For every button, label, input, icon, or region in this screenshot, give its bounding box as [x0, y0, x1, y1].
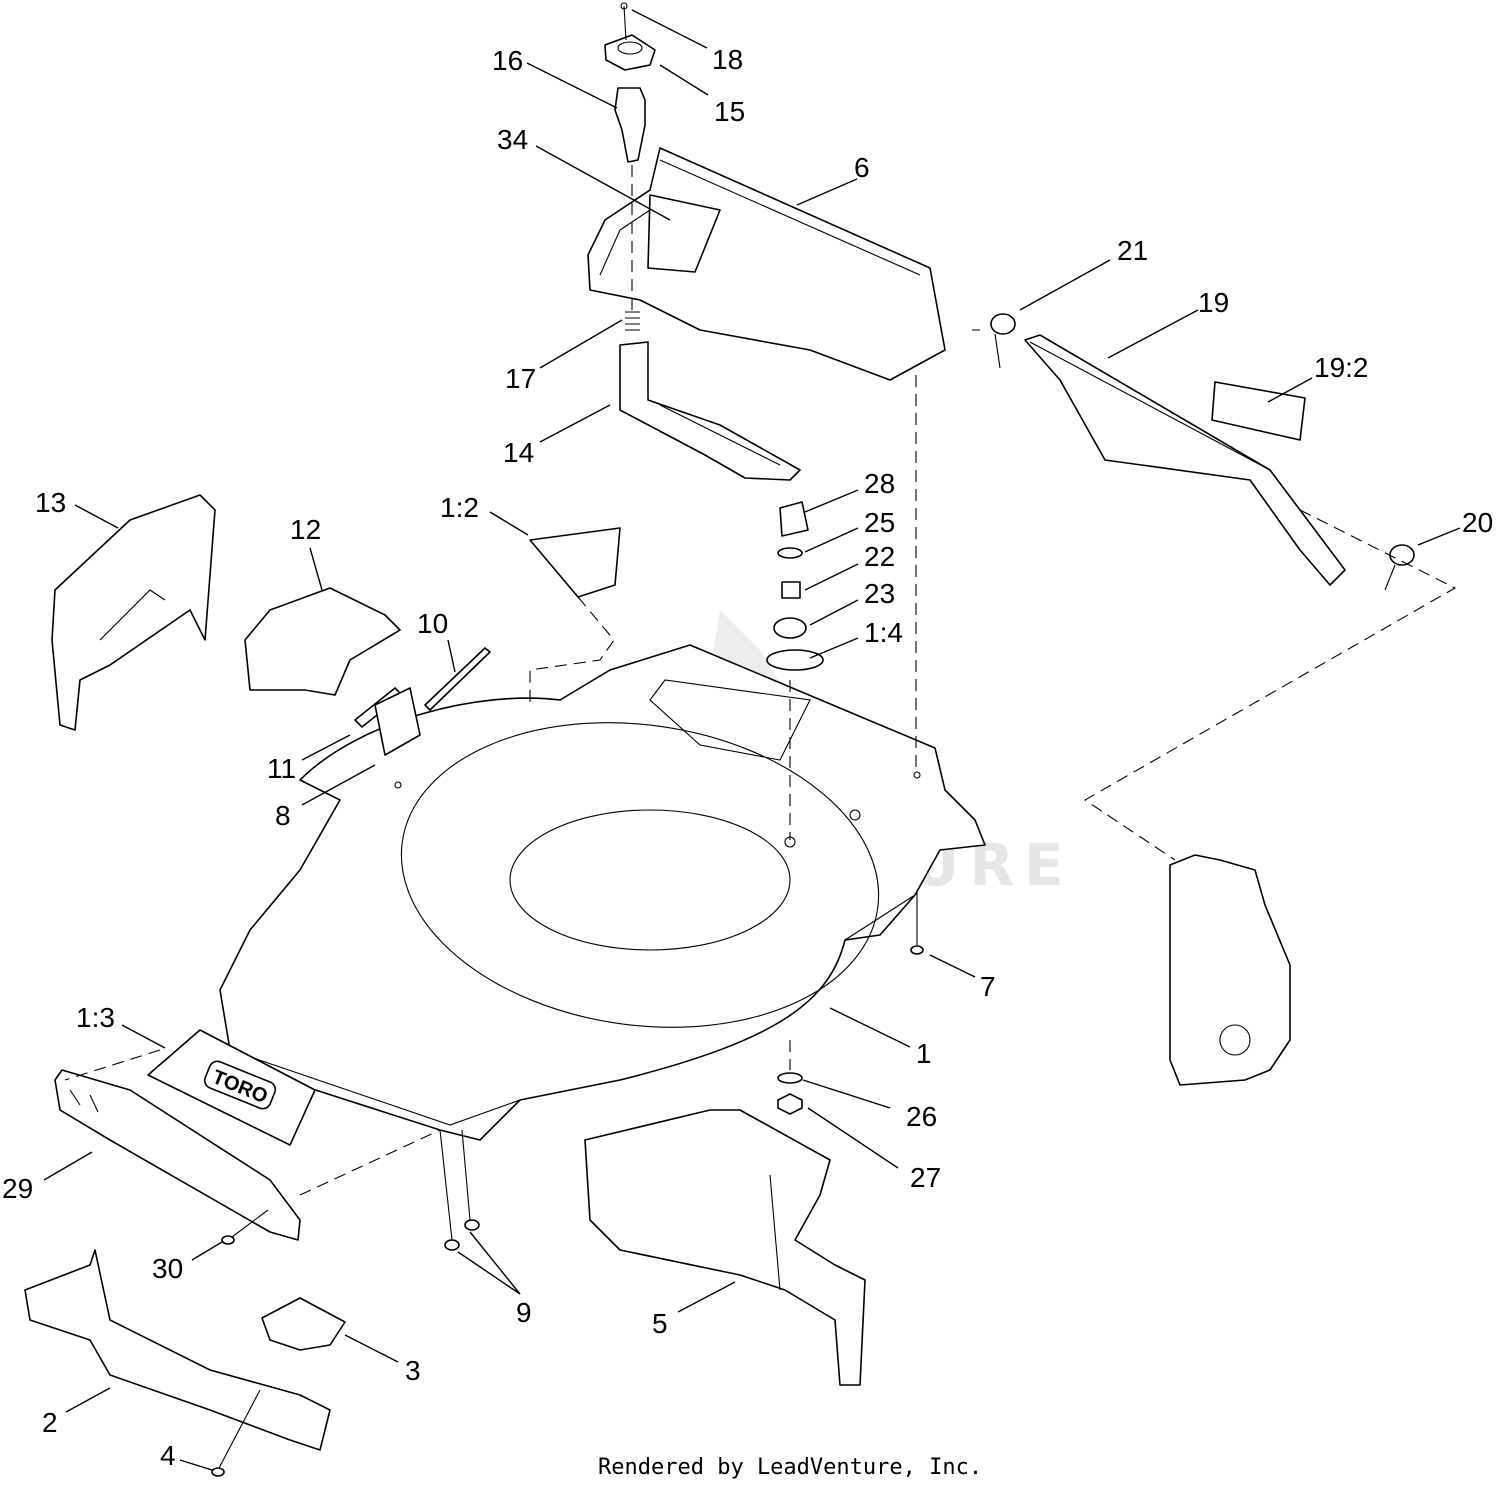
label-17: 17 [505, 363, 536, 394]
part-9-bolts[interactable] [439, 1129, 480, 1251]
label-8: 8 [275, 800, 291, 831]
label-1-2: 1:2 [440, 492, 479, 523]
label-1-3: 1:3 [76, 1002, 115, 1033]
part-2-axle-bracket[interactable] [24, 1249, 331, 1451]
part-26-washer[interactable] [777, 1072, 803, 1084]
label-21: 21 [1117, 235, 1148, 266]
label-11: 11 [267, 753, 296, 784]
label-1: 1 [916, 1038, 932, 1069]
label-1-4: 1:4 [864, 617, 903, 648]
label-22: 22 [864, 541, 895, 572]
height-bracket[interactable] [1169, 854, 1291, 1086]
label-7: 7 [980, 971, 996, 1002]
part-21-spring[interactable] [972, 313, 1016, 369]
label-10: 10 [417, 608, 448, 639]
label-26: 26 [906, 1101, 937, 1132]
part-14-flap[interactable] [619, 341, 801, 481]
assembly-lines [64, 165, 1457, 1196]
label-3: 3 [405, 1355, 421, 1386]
part-labels: 18 16 15 34 6 21 19 19:2 17 14 28 25 22 … [2, 44, 1493, 1471]
part-18-screw[interactable] [620, 2, 628, 41]
part-1-4-decal[interactable] [766, 649, 824, 671]
label-25: 25 [864, 507, 895, 538]
part-8-bracket[interactable] [374, 687, 421, 756]
part-15-knob[interactable] [604, 34, 656, 71]
label-19: 19 [1198, 287, 1229, 318]
leader-lines [43, 9, 1461, 1471]
part-1-3-decal[interactable]: TORO [147, 1029, 316, 1146]
part-16-latch[interactable] [614, 87, 646, 163]
part-29-bumper[interactable] [54, 1069, 301, 1241]
part-17-spring[interactable] [625, 311, 640, 331]
part-1-deck[interactable] [219, 644, 986, 1141]
part-10-rod[interactable] [424, 647, 491, 711]
label-19-2: 19:2 [1314, 352, 1369, 383]
part-22-bushing[interactable] [781, 581, 801, 599]
label-4: 4 [160, 1440, 176, 1471]
label-16: 16 [492, 45, 523, 76]
label-30: 30 [152, 1253, 183, 1284]
part-27-nut[interactable] [777, 1093, 803, 1115]
label-12: 12 [290, 514, 321, 545]
part-13-side-cover[interactable] [51, 494, 216, 731]
part-19-2-decal[interactable] [1211, 381, 1306, 441]
part-19-height-adjuster[interactable] [1024, 334, 1346, 586]
part-30-screw[interactable] [221, 1209, 269, 1245]
label-23: 23 [864, 578, 895, 609]
part-20-spring[interactable] [1384, 544, 1415, 591]
label-20: 20 [1462, 507, 1493, 538]
label-6: 6 [854, 152, 870, 183]
label-14: 14 [503, 437, 534, 468]
label-2: 2 [42, 1407, 58, 1438]
label-29: 29 [2, 1173, 33, 1204]
footer-credit: Rendered by LeadVenture, Inc. [598, 1455, 982, 1480]
label-18: 18 [712, 44, 743, 75]
part-34-decal[interactable] [647, 194, 721, 273]
part-7-bolt[interactable] [910, 890, 924, 955]
part-23-gear[interactable] [773, 617, 807, 639]
part-12-plug[interactable] [244, 587, 401, 696]
part-1-2-decal[interactable] [529, 527, 621, 598]
part-4-screw[interactable] [211, 1389, 261, 1477]
label-15: 15 [714, 96, 745, 127]
part-5-discharge[interactable] [584, 1109, 866, 1386]
part-28-knob[interactable] [779, 501, 809, 537]
label-5: 5 [652, 1308, 668, 1339]
label-28: 28 [864, 468, 895, 499]
label-13: 13 [35, 487, 66, 518]
label-27: 27 [910, 1162, 941, 1193]
part-3-bracket[interactable] [261, 1297, 346, 1351]
label-34: 34 [497, 124, 528, 155]
label-9: 9 [516, 1297, 532, 1328]
part-25-washer[interactable] [777, 547, 803, 559]
